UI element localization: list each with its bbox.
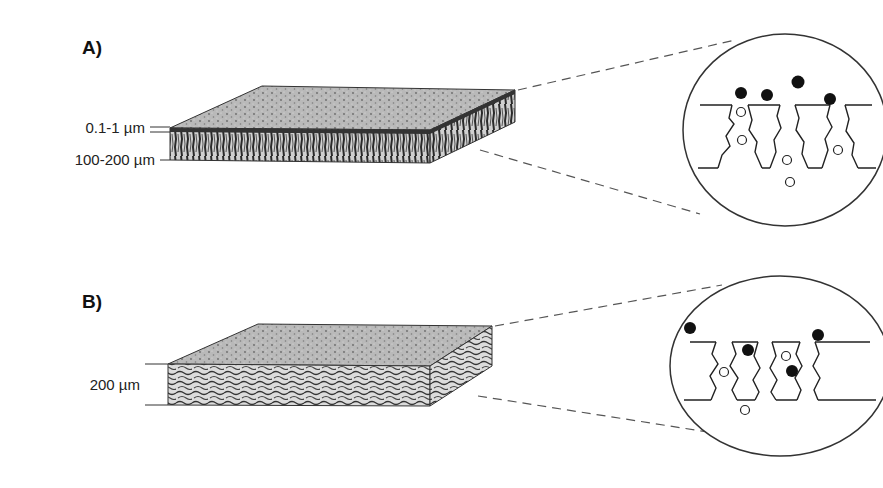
dimension-label: 200 µm (90, 377, 140, 392)
dimension-label: 100-200 µm (75, 152, 155, 167)
asymmetric-membrane (170, 86, 515, 163)
dimension-ticks (145, 364, 168, 405)
zoom-circle-a (683, 34, 883, 226)
zoom-circle-b (670, 276, 883, 456)
panel-label: A) (82, 38, 102, 57)
symmetric-membrane (168, 324, 492, 406)
dimension-label: 0.1-1 µm (86, 120, 146, 135)
panel-label: B) (82, 292, 102, 311)
